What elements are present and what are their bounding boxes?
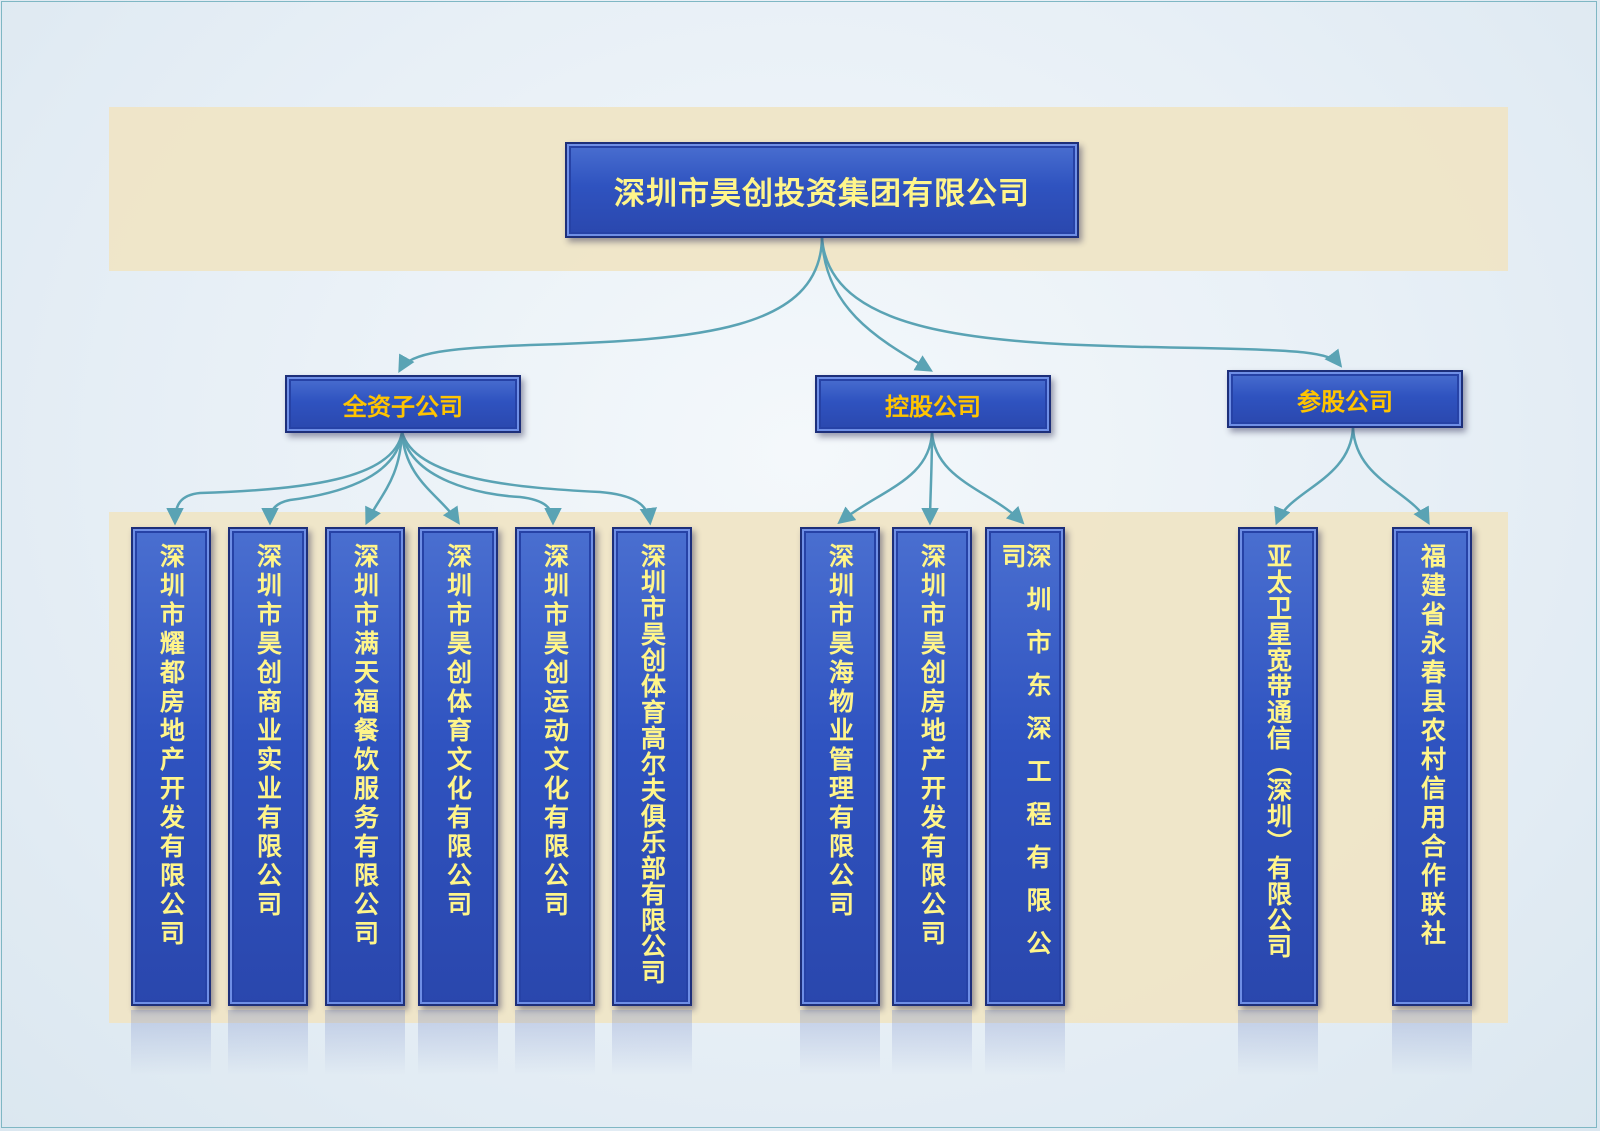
company-box: 深圳市昊创体育文化有限公司	[418, 527, 498, 1006]
company-label: 深圳市耀都房地产开发有限公司	[156, 543, 186, 949]
connector-wholly-4	[400, 431, 460, 525]
category-holding: 控股公司	[815, 375, 1051, 433]
column-reflection	[800, 1010, 880, 1075]
company-box: 深圳市昊海物业管理有限公司	[800, 527, 880, 1006]
company-label: 深圳市昊创商业实业有限公司	[253, 543, 283, 920]
connector-root-wholly	[398, 237, 824, 374]
column-reflection	[985, 1010, 1065, 1075]
connector-root-share	[820, 237, 1343, 368]
connector-holding-2	[921, 431, 939, 526]
company-box: 深圳市耀都房地产开发有限公司	[131, 527, 211, 1006]
column-reflection	[1392, 1010, 1472, 1075]
connector-holding-3	[930, 431, 1025, 525]
company-box: 深圳市昊创运动文化有限公司	[515, 527, 595, 1006]
column-reflection	[892, 1010, 972, 1075]
category-wholly-owned: 全资子公司	[285, 375, 521, 433]
connector-holding-1	[837, 431, 934, 525]
company-box: 深圳市满天福餐饮服务有限公司	[325, 527, 405, 1006]
company-label: 深圳市昊海物业管理有限公司	[825, 543, 855, 920]
company-label: 亚太卫星宽带通信（深圳）有限公司	[1263, 543, 1293, 959]
connector-wholly-3	[365, 431, 404, 526]
column-reflection	[515, 1010, 595, 1075]
column-reflection	[612, 1010, 692, 1075]
connector-wholly-1	[166, 431, 404, 526]
company-label: 深圳市昊创房地产开发有限公司	[917, 543, 947, 949]
connector-wholly-5	[400, 431, 562, 526]
column-reflection	[131, 1010, 211, 1075]
connector-share-1	[1274, 427, 1355, 526]
category-label: 参股公司	[1297, 387, 1393, 416]
column-reflection	[1238, 1010, 1318, 1075]
company-label: 深圳市昊创体育高尔夫俱乐部有限公司	[637, 543, 667, 985]
category-equity-participation: 参股公司	[1227, 370, 1463, 428]
root-company-label: 深圳市昊创投资集团有限公司	[614, 175, 1030, 212]
company-label: 深圳市昊创运动文化有限公司	[540, 543, 570, 920]
company-box: 深圳市东深工程有限公司	[985, 527, 1065, 1006]
column-reflection	[325, 1010, 405, 1075]
connector-wholly-2	[261, 431, 404, 526]
connector-root-holding	[820, 237, 934, 372]
company-box: 深圳市昊创房地产开发有限公司	[892, 527, 972, 1006]
company-label: 深圳市满天福餐饮服务有限公司	[350, 543, 380, 949]
company-label: 福建省永春县农村信用合作联社	[1417, 543, 1447, 949]
company-box: 深圳市昊创体育高尔夫俱乐部有限公司	[612, 527, 692, 1006]
company-box: 深圳市昊创商业实业有限公司	[228, 527, 308, 1006]
connector-share-2	[1351, 427, 1430, 526]
column-reflection	[228, 1010, 308, 1075]
category-label: 控股公司	[885, 392, 981, 421]
company-box: 亚太卫星宽带通信（深圳）有限公司	[1238, 527, 1318, 1006]
category-label: 全资子公司	[343, 392, 463, 421]
company-label: 深圳市东深工程有限公司	[998, 543, 1052, 973]
company-box: 福建省永春县农村信用合作联社	[1392, 527, 1472, 1006]
column-reflection	[418, 1010, 498, 1075]
root-company-box: 深圳市昊创投资集团有限公司	[565, 142, 1079, 238]
connector-wholly-6	[400, 431, 658, 526]
company-label: 深圳市昊创体育文化有限公司	[443, 543, 473, 920]
